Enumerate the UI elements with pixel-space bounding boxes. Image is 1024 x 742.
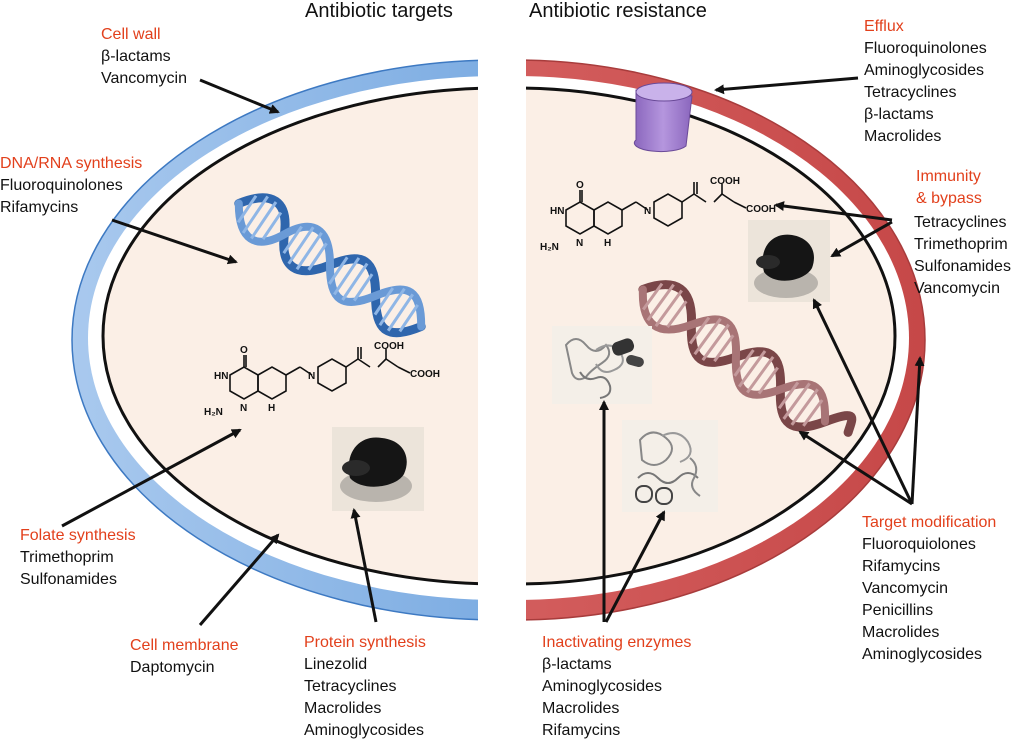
label-item: β-lactams xyxy=(864,106,934,123)
label-immunity-bypass-heading: Immunity & bypass xyxy=(916,166,982,210)
chem-o-label: O xyxy=(240,345,248,356)
chem-h-label-r: H xyxy=(604,238,611,249)
right-cytoplasm xyxy=(526,86,897,586)
enzyme-structure-1 xyxy=(552,326,652,404)
dna-helix-right xyxy=(638,280,857,437)
label-efflux: Efflux Fluoroquinolones Aminoglycosides … xyxy=(864,16,987,148)
arrow-cell-membrane xyxy=(198,533,280,626)
arrow-inactivating-2 xyxy=(604,510,666,623)
label-cell-membrane: Cell membrane Daptomycin xyxy=(130,635,238,679)
ribosome-right xyxy=(748,220,830,302)
label-immunity-line1: Immunity xyxy=(916,168,981,185)
label-item: Rifamycins xyxy=(0,199,79,216)
arrow-immunity-1 xyxy=(774,201,893,222)
label-folate-heading: Folate synthesis xyxy=(20,527,136,544)
arrow-target-mod-2 xyxy=(798,430,913,506)
label-item: Rifamycins xyxy=(542,722,621,739)
label-target-modification: Target modification Fluoroquiolones Rifa… xyxy=(862,512,996,666)
label-item: Fluoroquinolones xyxy=(864,40,987,57)
chem-cooh-label-2: COOH xyxy=(410,369,440,380)
label-item: Rifamycins xyxy=(862,558,941,575)
ribosome-left xyxy=(332,427,424,511)
chem-cooh-label-r2: COOH xyxy=(746,204,776,215)
label-folate-synthesis: Folate synthesis Trimethoprim Sulfonamid… xyxy=(20,525,136,591)
label-item: Tetracyclines xyxy=(304,678,397,695)
label-item: Linezolid xyxy=(304,656,368,673)
chem-o-label-r: O xyxy=(576,180,584,191)
label-item: Trimethoprim xyxy=(20,549,114,566)
chem-cooh-label-r1: COOH xyxy=(710,176,740,187)
label-inactivating-heading: Inactivating enzymes xyxy=(542,634,692,651)
right-cell xyxy=(526,59,926,621)
label-item: β-lactams xyxy=(542,656,612,673)
chem-h-label: H xyxy=(268,403,275,414)
label-item: Macrolides xyxy=(304,700,382,717)
chem-cooh-label-1: COOH xyxy=(374,341,404,352)
arrow-target-mod-3 xyxy=(910,356,925,505)
label-item: Aminoglycosides xyxy=(864,62,985,79)
label-item: Tetracyclines xyxy=(864,84,957,101)
label-item: Fluoroquiolones xyxy=(862,536,976,553)
arrows xyxy=(61,76,925,626)
chem-h2n-label: H₂N xyxy=(204,407,223,418)
label-cell-wall: Cell wall β-lactams Vancomycin xyxy=(101,24,187,90)
label-cell-membrane-heading: Cell membrane xyxy=(130,637,239,654)
label-immunity-bypass-items: Tetracyclines Trimethoprim Sulfonamides … xyxy=(914,212,1011,300)
label-item: Daptomycin xyxy=(130,659,215,676)
label-item: Macrolides xyxy=(862,624,940,641)
chem-nlink-label: N xyxy=(308,371,315,382)
arrow-cell-wall xyxy=(199,78,280,114)
label-item: Macrolides xyxy=(864,128,942,145)
label-item: Penicillins xyxy=(862,602,934,619)
label-item: Vancomycin xyxy=(914,280,1000,297)
label-inactivating-enzymes: Inactivating enzymes β-lactams Aminoglyc… xyxy=(542,632,691,742)
label-immunity-line2: & bypass xyxy=(916,190,982,207)
label-protein-synthesis: Protein synthesis Linezolid Tetracycline… xyxy=(304,632,426,742)
label-item: Fluoroquinolones xyxy=(0,177,123,194)
folate-molecule-left: O HN H₂N N H N COOH COOH xyxy=(204,341,440,418)
dna-helix-left xyxy=(234,193,426,338)
title-antibiotic-targets: Antibiotic targets xyxy=(305,0,453,22)
chem-n-label: N xyxy=(240,403,247,414)
label-item: Aminoglycosides xyxy=(542,678,663,695)
efflux-pump xyxy=(633,82,693,153)
folate-molecule-right: O HN H₂N N H N COOH COOH xyxy=(540,176,776,253)
chem-n-label-r: N xyxy=(576,238,583,249)
label-dna-rna-synthesis: DNA/RNA synthesis Fluoroquinolones Rifam… xyxy=(0,153,142,219)
arrow-protein-synthesis xyxy=(350,508,378,623)
label-efflux-heading: Efflux xyxy=(864,18,904,35)
label-target-mod-heading: Target modification xyxy=(862,514,997,531)
arrow-immunity-2 xyxy=(830,220,893,258)
label-cell-wall-heading: Cell wall xyxy=(101,26,161,43)
arrow-efflux xyxy=(714,76,859,95)
label-item: Sulfonamides xyxy=(20,571,117,588)
arrow-target-mod-1 xyxy=(812,298,914,505)
arrow-folate xyxy=(61,428,242,528)
label-item: Aminoglycosides xyxy=(304,722,425,739)
enzyme-structure-2 xyxy=(622,420,718,512)
label-item: Trimethoprim xyxy=(914,236,1008,253)
title-antibiotic-resistance: Antibiotic resistance xyxy=(529,0,707,22)
arrow-dna-rna xyxy=(111,218,238,265)
label-item: Macrolides xyxy=(542,700,620,717)
label-item: Aminoglycosides xyxy=(862,646,983,663)
label-item: β-lactams xyxy=(101,48,171,65)
chem-h2n-label-r: H₂N xyxy=(540,242,559,253)
chem-hn-label: HN xyxy=(214,371,228,382)
chem-hn-label-r: HN xyxy=(550,206,564,217)
label-protein-heading: Protein synthesis xyxy=(304,634,426,651)
chem-nlink-label-r: N xyxy=(644,206,651,217)
label-item: Vancomycin xyxy=(101,70,187,87)
label-dna-rna-heading: DNA/RNA synthesis xyxy=(0,155,143,172)
label-item: Tetracyclines xyxy=(914,214,1007,231)
label-item: Vancomycin xyxy=(862,580,948,597)
label-item: Sulfonamides xyxy=(914,258,1011,275)
